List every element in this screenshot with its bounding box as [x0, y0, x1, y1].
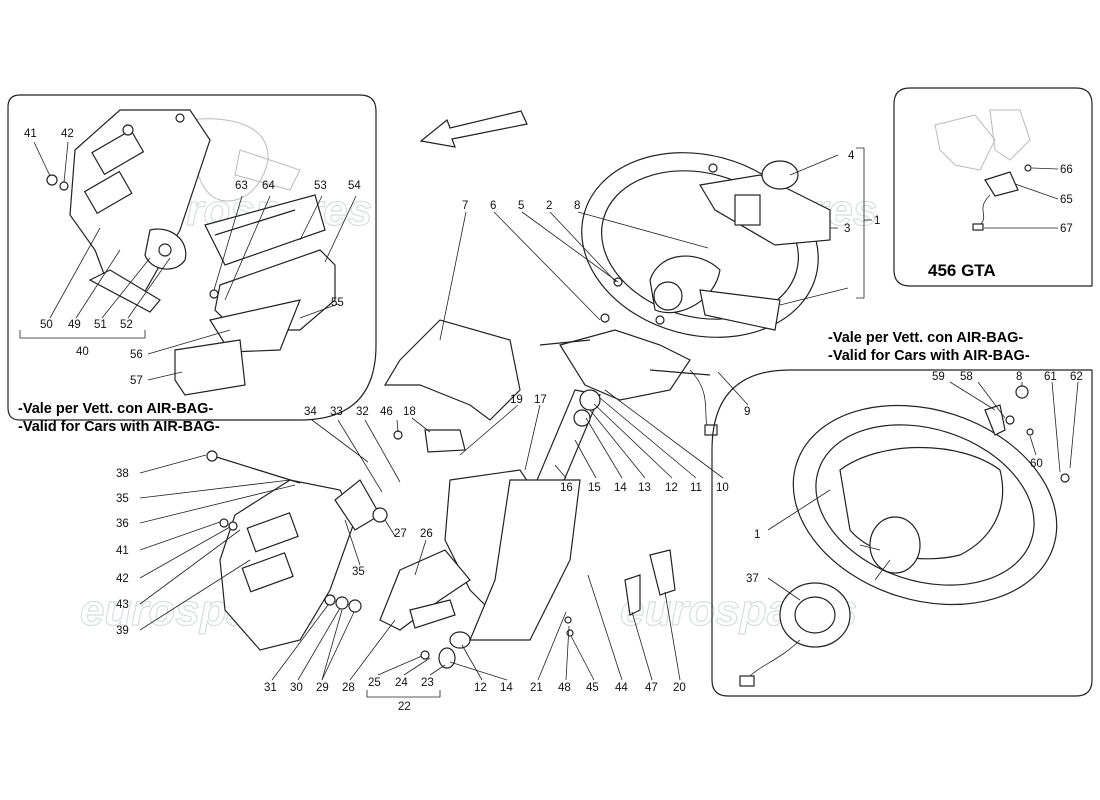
airbag-note-it: -Vale per Vett. con AIR-BAG- [828, 330, 1023, 346]
part-label: 62 [1070, 371, 1083, 383]
part-label: 27 [394, 528, 407, 540]
part-label: 46 [380, 406, 393, 418]
part-label: 17 [534, 394, 547, 406]
part-label: 15 [588, 482, 601, 494]
part-label: 11 [690, 482, 702, 494]
part-label: 64 [262, 180, 275, 192]
part-label: 45 [586, 682, 599, 694]
part-label: 48 [558, 682, 571, 694]
part-label: 41 [24, 128, 37, 140]
part-label: 16 [560, 482, 573, 494]
part-label: 42 [116, 573, 129, 585]
part-label: 53 [314, 180, 327, 192]
part-label: 10 [716, 482, 729, 494]
part-label: 37 [746, 573, 759, 585]
part-label: 65 [1060, 194, 1073, 206]
part-label: 51 [94, 319, 107, 331]
part-label: 14 [500, 682, 513, 694]
part-label: 40 [76, 346, 89, 358]
part-label: 31 [264, 682, 277, 694]
part-label: 20 [673, 682, 686, 694]
part-label: 18 [403, 406, 416, 418]
direction-arrow-icon [419, 110, 528, 148]
part-label: 47 [645, 682, 658, 694]
part-label: 7 [462, 200, 468, 212]
column-main-assembly: 7 6 5 2 8 9 17 19 18 32 33 34 46 10 11 1… [116, 200, 750, 713]
part-label: 12 [474, 682, 487, 694]
part-label: 26 [420, 528, 433, 540]
part-label: 38 [116, 468, 129, 480]
airbag-note-en: -Valid for Cars with AIR-BAG- [18, 419, 220, 435]
airbag-note-it: -Vale per Vett. con AIR-BAG- [18, 401, 213, 417]
part-label: 39 [116, 625, 129, 637]
part-label: 3 [844, 223, 850, 235]
part-label: 50 [40, 319, 53, 331]
part-label: 42 [61, 128, 74, 140]
part-label: 35 [116, 493, 129, 505]
part-label: 13 [638, 482, 651, 494]
gta-inset-panel: 66 65 67 456 GTA [893, 87, 1093, 287]
part-label: 43 [116, 599, 129, 611]
part-label: 22 [398, 701, 411, 713]
left-inset-panel: 41 42 63 64 53 54 55 56 57 50 49 51 52 4… [7, 94, 377, 435]
part-label: 23 [421, 677, 434, 689]
part-label: 8 [574, 200, 580, 212]
part-label: 32 [356, 406, 369, 418]
part-label: 30 [290, 682, 303, 694]
part-label: 19 [510, 394, 523, 406]
part-label: 66 [1060, 164, 1073, 176]
part-label: 9 [744, 406, 750, 418]
part-label: 54 [348, 180, 361, 192]
part-label: 67 [1060, 223, 1073, 235]
part-label: 36 [116, 518, 129, 530]
part-label: 1 [874, 215, 880, 227]
steering-wheel-assembly: 4 3 1 [581, 147, 880, 338]
variant-label: 456 GTA [928, 261, 996, 280]
part-label: 61 [1044, 371, 1057, 383]
part-label: 58 [960, 371, 973, 383]
part-label: 34 [304, 406, 317, 418]
part-label: 28 [342, 682, 355, 694]
part-label: 56 [130, 349, 143, 361]
part-label: 24 [395, 677, 408, 689]
right-inset-panel: -Vale per Vett. con AIR-BAG- -Valid for … [711, 330, 1093, 697]
part-label: 21 [530, 682, 543, 694]
part-label: 41 [116, 545, 129, 557]
part-label: 57 [130, 375, 143, 387]
part-label: 44 [615, 682, 628, 694]
part-label: 60 [1030, 458, 1043, 470]
part-label: 49 [68, 319, 81, 331]
part-label: 4 [848, 150, 855, 162]
part-label: 55 [331, 297, 344, 309]
part-label: 5 [518, 200, 524, 212]
part-label: 2 [546, 200, 552, 212]
part-label: 29 [316, 682, 329, 694]
part-label: 14 [614, 482, 627, 494]
part-label: 1 [754, 529, 760, 541]
part-label: 33 [330, 406, 343, 418]
airbag-note-en: -Valid for Cars with AIR-BAG- [828, 348, 1030, 364]
part-label: 59 [932, 371, 945, 383]
part-label: 35 [352, 566, 365, 578]
part-label: 25 [368, 677, 381, 689]
part-label: 63 [235, 180, 248, 192]
part-label: 12 [665, 482, 678, 494]
part-label: 6 [490, 200, 496, 212]
part-label: 8 [1016, 371, 1022, 383]
part-label: 52 [120, 319, 133, 331]
